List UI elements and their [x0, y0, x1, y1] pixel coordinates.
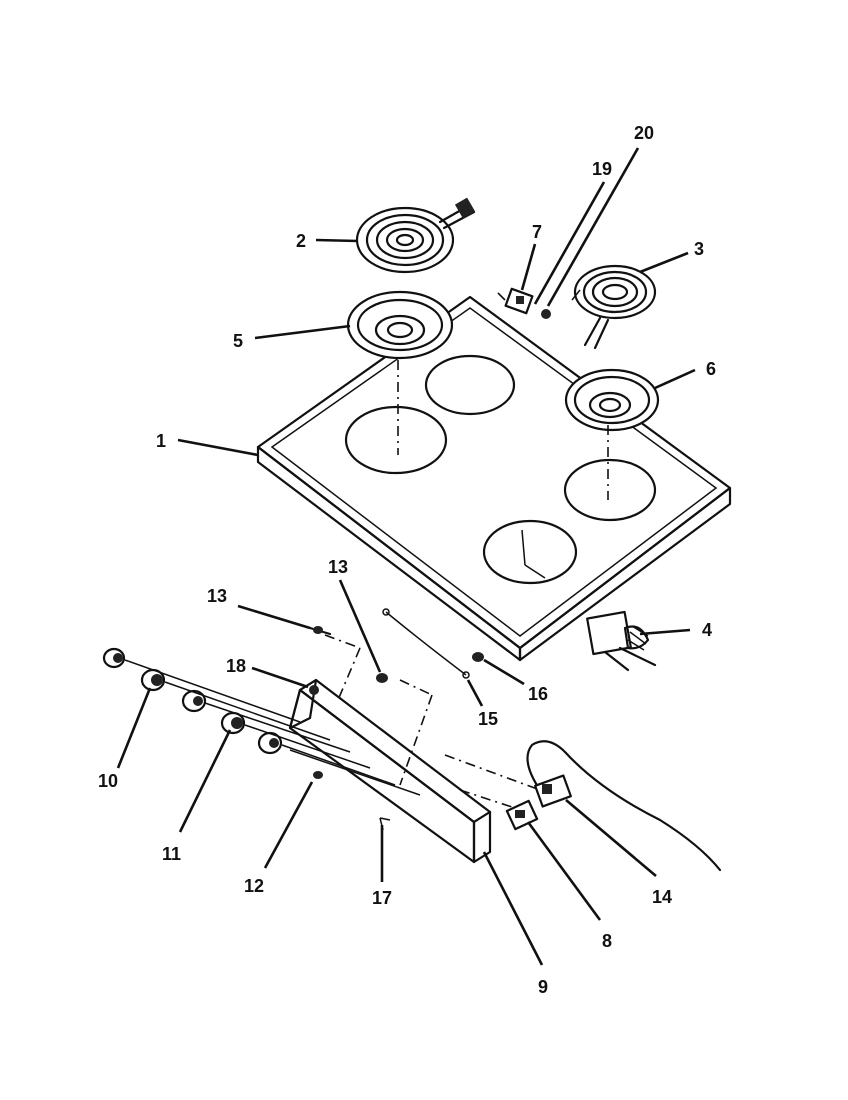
callout-7: 7: [532, 222, 542, 242]
terminal-connector: [505, 799, 539, 831]
callout-5: 5: [233, 331, 243, 351]
cooktop-frame: [256, 295, 732, 662]
callout-15: 15: [478, 709, 498, 729]
screw-small: [541, 309, 551, 319]
leader-dashes: [324, 634, 541, 809]
drip-bowl-right: [564, 368, 660, 432]
leader-lines: [116, 147, 696, 966]
screw-12: [313, 771, 323, 779]
drip-bowl-left: [346, 290, 454, 360]
callout-19: 19: [592, 159, 612, 179]
control-panel: [288, 678, 492, 864]
terminal-block: [586, 610, 657, 672]
callout-14: 14: [652, 887, 672, 907]
callout-8: 8: [602, 931, 612, 951]
callout-13a: 13: [207, 586, 227, 606]
callout-10: 10: [98, 771, 118, 791]
knob-shafts: [124, 659, 421, 796]
surface-element-small: [571, 264, 657, 350]
screw-13b: [376, 673, 388, 683]
callout-labels: 1 2 3 4 5 6 7 8 9 10 11 12 13 13 14 15 1…: [98, 123, 716, 997]
callout-2: 2: [296, 231, 306, 251]
callout-11: 11: [162, 844, 181, 864]
callout-9: 9: [538, 977, 548, 997]
callout-20: 20: [634, 123, 654, 143]
callout-4: 4: [702, 620, 712, 640]
control-knobs: [102, 647, 283, 755]
alignment-lines: [397, 289, 609, 500]
callout-16: 16: [528, 684, 548, 704]
callout-17: 17: [372, 888, 392, 908]
screw-16: [472, 652, 484, 662]
callout-1: 1: [156, 431, 166, 451]
screw-13a: [308, 626, 332, 636]
callout-18: 18: [226, 656, 246, 676]
callout-13b: 13: [328, 557, 348, 577]
power-cord: [526, 740, 722, 872]
callout-12: 12: [244, 876, 264, 896]
wire-15: [382, 608, 470, 679]
burner-openings: [344, 354, 657, 585]
callout-3: 3: [694, 239, 704, 259]
surface-element-large: [355, 197, 476, 274]
callout-6: 6: [706, 359, 716, 379]
element-receptacle-bracket: [504, 287, 534, 315]
